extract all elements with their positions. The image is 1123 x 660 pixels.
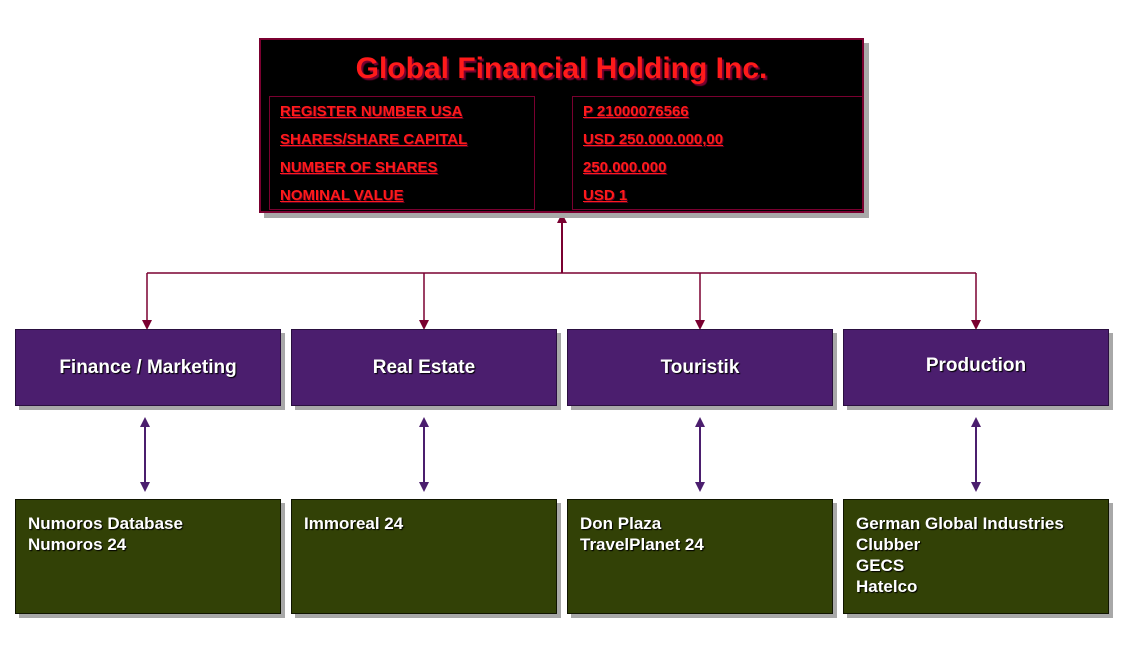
company-name: Don Plaza — [580, 514, 662, 533]
holding-values-panel: P 21000076566 USD 250.000.000,00 250.000… — [572, 96, 863, 210]
division-real-estate: Real Estate — [291, 329, 557, 406]
companies-finance-marketing: Numoros Database Numoros 24 — [15, 499, 281, 614]
company-name: TravelPlanet 24 — [580, 535, 704, 554]
holding-labels-panel: REGISTER NUMBER USA SHARES/SHARE CAPITAL… — [269, 96, 535, 210]
company-name: Clubber — [856, 535, 921, 554]
company-name: Numoros 24 — [28, 535, 127, 554]
nominal-value-value: USD 1 — [583, 187, 628, 204]
division-touristik: Touristik — [567, 329, 833, 406]
holding-box: Global Financial Holding Inc. REGISTER N… — [259, 38, 864, 213]
company-name: German Global Industries — [856, 514, 1064, 533]
companies-production: German Global Industries Clubber GECS Ha… — [843, 499, 1109, 614]
companies-real-estate: Immoreal 24 — [291, 499, 557, 614]
division-production: Production — [843, 329, 1109, 406]
company-name: GECS — [856, 556, 905, 575]
division-finance-marketing: Finance / Marketing — [15, 329, 281, 406]
company-name: Numoros Database — [28, 514, 183, 533]
register-number-value: P 21000076566 — [583, 103, 689, 120]
companies-touristik: Don Plaza TravelPlanet 24 — [567, 499, 833, 614]
nominal-value-label: NOMINAL VALUE — [280, 187, 404, 204]
number-of-shares-label: NUMBER OF SHARES — [280, 159, 438, 176]
share-capital-value: USD 250.000.000,00 — [583, 131, 724, 148]
company-name: Hatelco — [856, 577, 918, 596]
holding-title: Global Financial Holding Inc. — [355, 52, 768, 85]
register-number-label: REGISTER NUMBER USA — [280, 103, 463, 120]
company-name: Immoreal 24 — [304, 514, 404, 533]
share-capital-label: SHARES/SHARE CAPITAL — [280, 131, 468, 148]
number-of-shares-value: 250.000.000 — [583, 159, 667, 176]
